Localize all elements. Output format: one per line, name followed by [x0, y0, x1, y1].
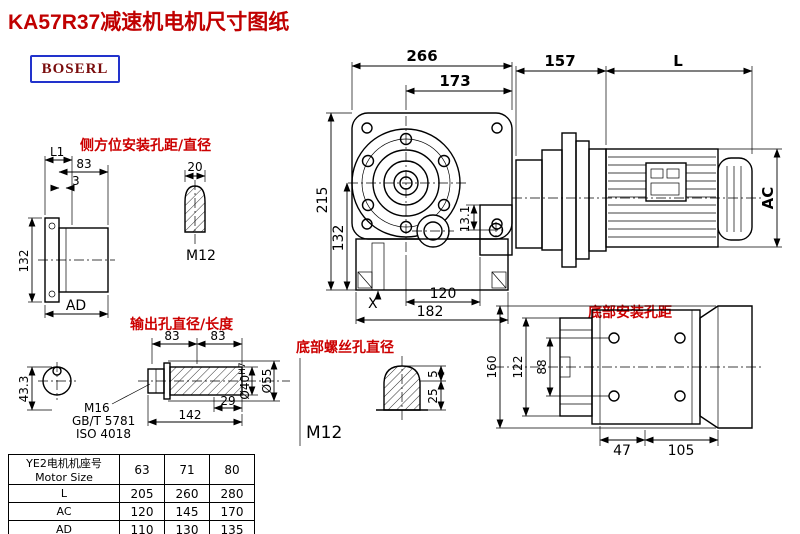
cell-L-71: 260 — [164, 484, 210, 503]
dim-88: 88 — [535, 359, 549, 374]
cell-AD-71: 130 — [164, 520, 210, 534]
side-hole-detail: 20 M12 — [184, 160, 216, 264]
dim-AD: AD — [66, 298, 86, 314]
table-header-size: YE2电机机座号 Motor Size — [8, 454, 120, 485]
dim-105: 105 — [668, 443, 695, 459]
col-header-71: 71 — [164, 454, 210, 485]
dim-3: 3 — [72, 174, 80, 188]
dim-83-right: 83 — [210, 329, 225, 343]
dim-x-mark: X — [368, 296, 378, 312]
bottom-screw-detail: 底部螺丝孔直径 5 25 M12 — [296, 339, 446, 446]
cell-L-80: 280 — [209, 484, 255, 503]
cell-AC-63: 120 — [119, 502, 165, 521]
dim-132-side: 132 — [17, 250, 31, 273]
brand-logo: BOSERL — [30, 55, 120, 83]
dim-160: 160 — [485, 356, 499, 379]
row-label-AD: AD — [8, 520, 120, 534]
dim-122: 122 — [511, 356, 525, 379]
bottom-mount-view: 底部安装孔距 160 122 88 — [485, 304, 762, 459]
dim-142: 142 — [179, 408, 202, 422]
dim-83-side: 83 — [76, 157, 91, 171]
output-shaft-view: 输出孔直径/长度 43.3 83 83 M16 GB/T 5781 — [17, 316, 290, 441]
motor-side-view — [512, 132, 762, 268]
motor-size-label-cn: YE2电机机座号 — [26, 457, 102, 470]
dim-13-1: 13.1 — [458, 206, 472, 233]
table-row: L 205 260 280 — [8, 484, 255, 503]
dim-215: 215 — [315, 187, 331, 214]
col-header-63: 63 — [119, 454, 165, 485]
table-row: AD 110 130 135 — [8, 520, 255, 534]
dim-d40h7: Ø40H7 — [238, 362, 252, 399]
col-header-80: 80 — [209, 454, 255, 485]
dim-5: 5 — [426, 370, 440, 378]
brand-logo-text: BOSERL — [41, 60, 109, 77]
standard-iso: ISO 4018 — [76, 427, 131, 441]
label-output-hole: 输出孔直径/长度 — [130, 316, 234, 333]
dim-47: 47 — [613, 443, 631, 459]
dim-266: 266 — [406, 47, 437, 65]
spec-table: YE2电机机座号 Motor Size 63 71 80 L 205 260 2… — [8, 454, 255, 534]
row-label-AC: AC — [8, 502, 120, 521]
table-row: AC 120 145 170 — [8, 502, 255, 521]
dim-157: 157 — [544, 52, 575, 70]
dim-182: 182 — [417, 304, 444, 320]
cell-AD-80: 135 — [209, 520, 255, 534]
dim-M16: M16 — [84, 401, 110, 415]
dim-83-left: 83 — [164, 329, 179, 343]
main-view-dimensions: 266 173 215 132 120 182 13.1 X — [315, 47, 513, 324]
standard-gbt: GB/T 5781 — [72, 414, 135, 428]
cell-AC-71: 145 — [164, 502, 210, 521]
row-label-L: L — [8, 484, 120, 503]
dim-20: 20 — [187, 160, 202, 174]
dim-25: 25 — [426, 388, 440, 403]
label-side-mount: 侧方位安装孔距/直径 — [80, 137, 211, 154]
dim-L1: L1 — [50, 145, 64, 159]
main-front-view — [348, 112, 513, 291]
label-bottom-screw: 底部螺丝孔直径 — [296, 339, 394, 356]
label-bottom-mount: 底部安装孔距 — [588, 304, 672, 321]
dim-M12-bottom: M12 — [306, 423, 342, 443]
dim-M12-side: M12 — [186, 248, 216, 264]
side-mount-view: 侧方位安装孔距/直径 L1 83 3 132 AD — [17, 137, 211, 318]
motor-view-dimensions: 157 L AC — [515, 52, 782, 248]
dim-173: 173 — [439, 72, 470, 90]
dim-120: 120 — [430, 286, 457, 302]
dim-d55: Ø55 — [260, 369, 274, 394]
cell-AD-63: 110 — [119, 520, 165, 534]
motor-size-label-en: Motor Size — [35, 471, 93, 484]
table-row: YE2电机机座号 Motor Size 63 71 80 — [8, 454, 255, 485]
cell-L-63: 205 — [119, 484, 165, 503]
dim-AC: AC — [759, 187, 777, 210]
dim-132: 132 — [331, 225, 347, 252]
page-title: KA57R37减速机电机尺寸图纸 — [8, 11, 290, 34]
cell-AC-80: 170 — [209, 502, 255, 521]
dim-43-3: 43.3 — [17, 376, 31, 403]
dim-L: L — [673, 52, 683, 70]
